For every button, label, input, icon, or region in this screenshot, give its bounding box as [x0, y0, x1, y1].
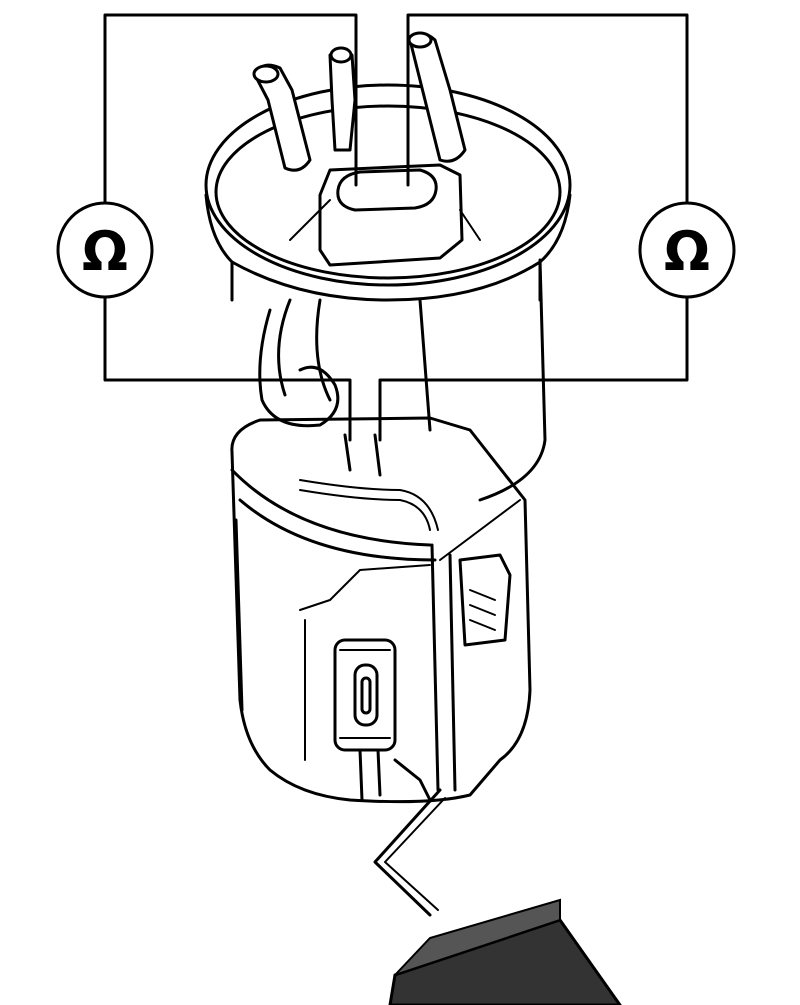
ohmmeter-icon	[638, 201, 736, 299]
fuel-pipes	[252, 31, 467, 172]
ohmmeter-left: Ω	[56, 201, 154, 299]
internal-hoses	[258, 258, 547, 531]
level-sender	[333, 553, 512, 802]
right-measurement-lead	[378, 13, 689, 442]
ohmmeter-icon	[56, 201, 154, 299]
left-measurement-lead	[103, 13, 358, 442]
ohmmeter-right: Ω	[638, 201, 736, 299]
ohm-symbol-right: Ω	[664, 220, 710, 283]
float-arm	[373, 788, 622, 1005]
pump-canister	[230, 416, 532, 804]
ohm-symbol-left: Ω	[82, 220, 128, 283]
pump-flange	[204, 83, 572, 302]
